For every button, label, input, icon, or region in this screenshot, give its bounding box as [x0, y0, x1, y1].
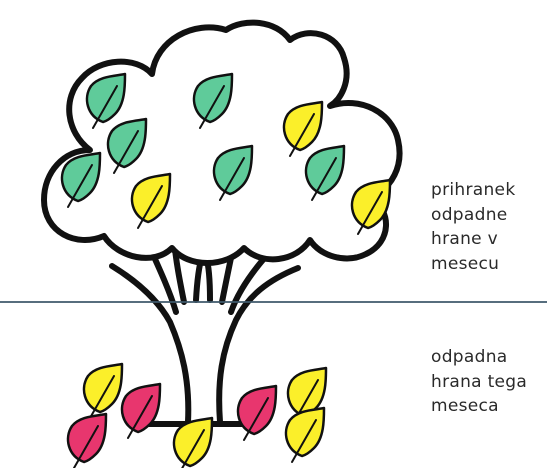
label-bottom-line-2: hrana tega [431, 370, 547, 395]
label-top-line-4: mesecu [431, 252, 547, 277]
label-top-line-2: odpadne [431, 203, 547, 228]
label-bottom-line-3: meseca [431, 394, 547, 419]
ground-leaf-pink-3 [238, 386, 276, 440]
label-top-line-1: prihranek [431, 178, 547, 203]
ground-leaf-pink-2 [68, 414, 106, 468]
label-this-month-food-waste: odpadna hrana tega meseca [431, 345, 547, 419]
ground-leaf-yellow-4 [286, 408, 324, 462]
ground-leaf-yellow-1 [84, 364, 122, 418]
label-bottom-line-1: odpadna [431, 345, 547, 370]
ground-leaf-pink-1 [122, 384, 160, 438]
label-top-line-3: hrane v [431, 227, 547, 252]
label-monthly-food-waste-savings: prihranek odpadne hrane v mesecu [431, 178, 547, 276]
tree-canopy [44, 23, 400, 263]
